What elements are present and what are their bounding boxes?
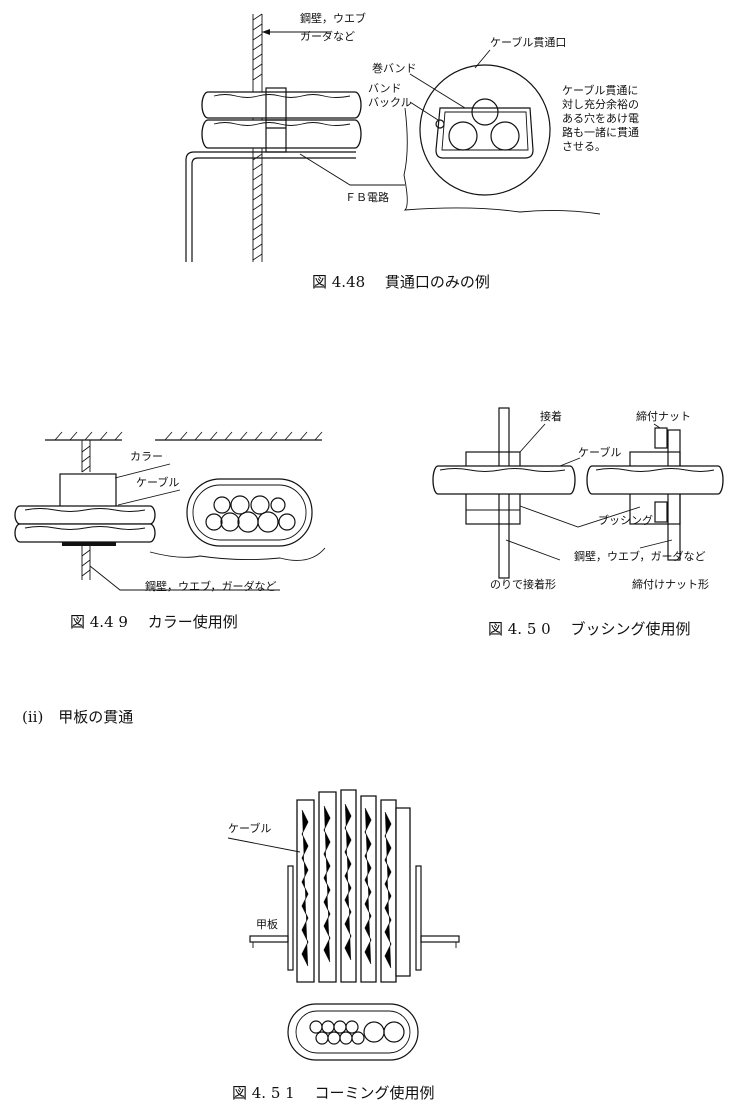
cable-bundle-451 [296, 789, 411, 983]
deck [249, 935, 460, 948]
cable-lower [201, 119, 362, 149]
deck-label: 甲板 [256, 917, 278, 931]
wall-leader-449 [89, 565, 280, 591]
wall-label-450: 鋼壁，ウエブ，ガーダなど [574, 549, 705, 563]
caption-4-49: 図 4.4 9 カラー使用例 [70, 613, 238, 631]
collar-leader [114, 463, 171, 479]
steel-wall-449 [81, 440, 91, 580]
cable-label-451: ケーブル [228, 821, 271, 835]
fb-leader [299, 153, 405, 186]
collar-flange [62, 542, 116, 546]
section-heading: (ⅱ) 甲板の貫通 [22, 708, 133, 726]
fig-4-50: 接着 締付ナット ケーブル ブッシング 鋼壁，ウエブ，ガーダなど のりで接着形 … [432, 407, 724, 638]
note-line-2: 対し充分余裕の [562, 97, 639, 111]
cable-leader-450 [559, 457, 581, 467]
band-label: 巻バンド [372, 62, 417, 75]
wall-label-2: ガーダなど [300, 29, 355, 43]
ceiling [45, 431, 323, 441]
sub-label-left: のりで接着形 [490, 577, 556, 591]
fig-4-48: 鋼壁，ウエブ ガーダなど ＦＢ電路 巻バンド バンド バックル ケーブル貫通口 … [185, 11, 639, 291]
nut-label: 締付ナット [636, 409, 691, 423]
fb-label: ＦＢ電路 [345, 191, 389, 204]
wall-label-449: 鋼壁，ウエブ，ガーダなど [145, 579, 276, 593]
coaming-section-oval [287, 1003, 419, 1061]
cables-449 [14, 505, 156, 543]
note-line-5: させる。 [562, 140, 606, 153]
caption-4-50: 図 4. 5 0 ブッシング使用例 [488, 620, 690, 638]
cable-leader-449 [117, 489, 181, 506]
band-leader [409, 73, 466, 109]
cable-upper [201, 91, 362, 119]
cable-label-449: ケーブル [136, 475, 179, 489]
note-line-4: 路も一諸に貫通 [562, 125, 639, 139]
wall-leader-450 [505, 539, 673, 561]
nut-leader [653, 423, 661, 429]
coaming [287, 865, 422, 971]
break-line-449 [149, 547, 326, 561]
buckle-label-2: バックル [368, 96, 412, 109]
hole-detail-circle [419, 64, 551, 196]
hole-leader [474, 49, 491, 69]
cable-leader-451 [227, 837, 301, 853]
break-line [403, 107, 601, 215]
caption-4-51: 図 4. 5 1 コーミング使用例 [232, 1084, 434, 1102]
caption-4-48: 図 4.48 貫通口のみの例 [312, 273, 490, 291]
fig-4-51: ケーブル 甲板 図 4. 5 1 コーミング使用例 [227, 789, 460, 1102]
bushing-leader [519, 505, 641, 528]
hole-label: ケーブル貫通口 [490, 35, 566, 49]
fb-tray [185, 151, 356, 262]
buckle-label-1: バンド [368, 82, 402, 95]
glue-leader [519, 423, 546, 453]
collar-section-oval [186, 478, 313, 547]
buckle-leader [409, 101, 439, 121]
cable-label-450: ケーブル [578, 445, 621, 459]
fig-4-49: カラー ケーブル 鋼壁，ウエブ，ガーダなど 図 4.4 9 カラー使用例 [14, 431, 326, 631]
collar-label: カラー [130, 450, 163, 463]
wall-label-1: 鋼壁，ウエブ [300, 11, 366, 25]
cable-left-450 [432, 465, 576, 495]
wall-arrow [262, 29, 270, 35]
note-line-3: ある穴をあけ電 [562, 111, 639, 125]
sub-label-right: 締付けナット形 [632, 577, 709, 591]
cable-right-450 [586, 465, 724, 495]
glue-label: 接着 [540, 409, 562, 423]
bushing-label: ブッシング [598, 513, 653, 527]
note-line-1: ケーブル貫通に [562, 83, 638, 97]
